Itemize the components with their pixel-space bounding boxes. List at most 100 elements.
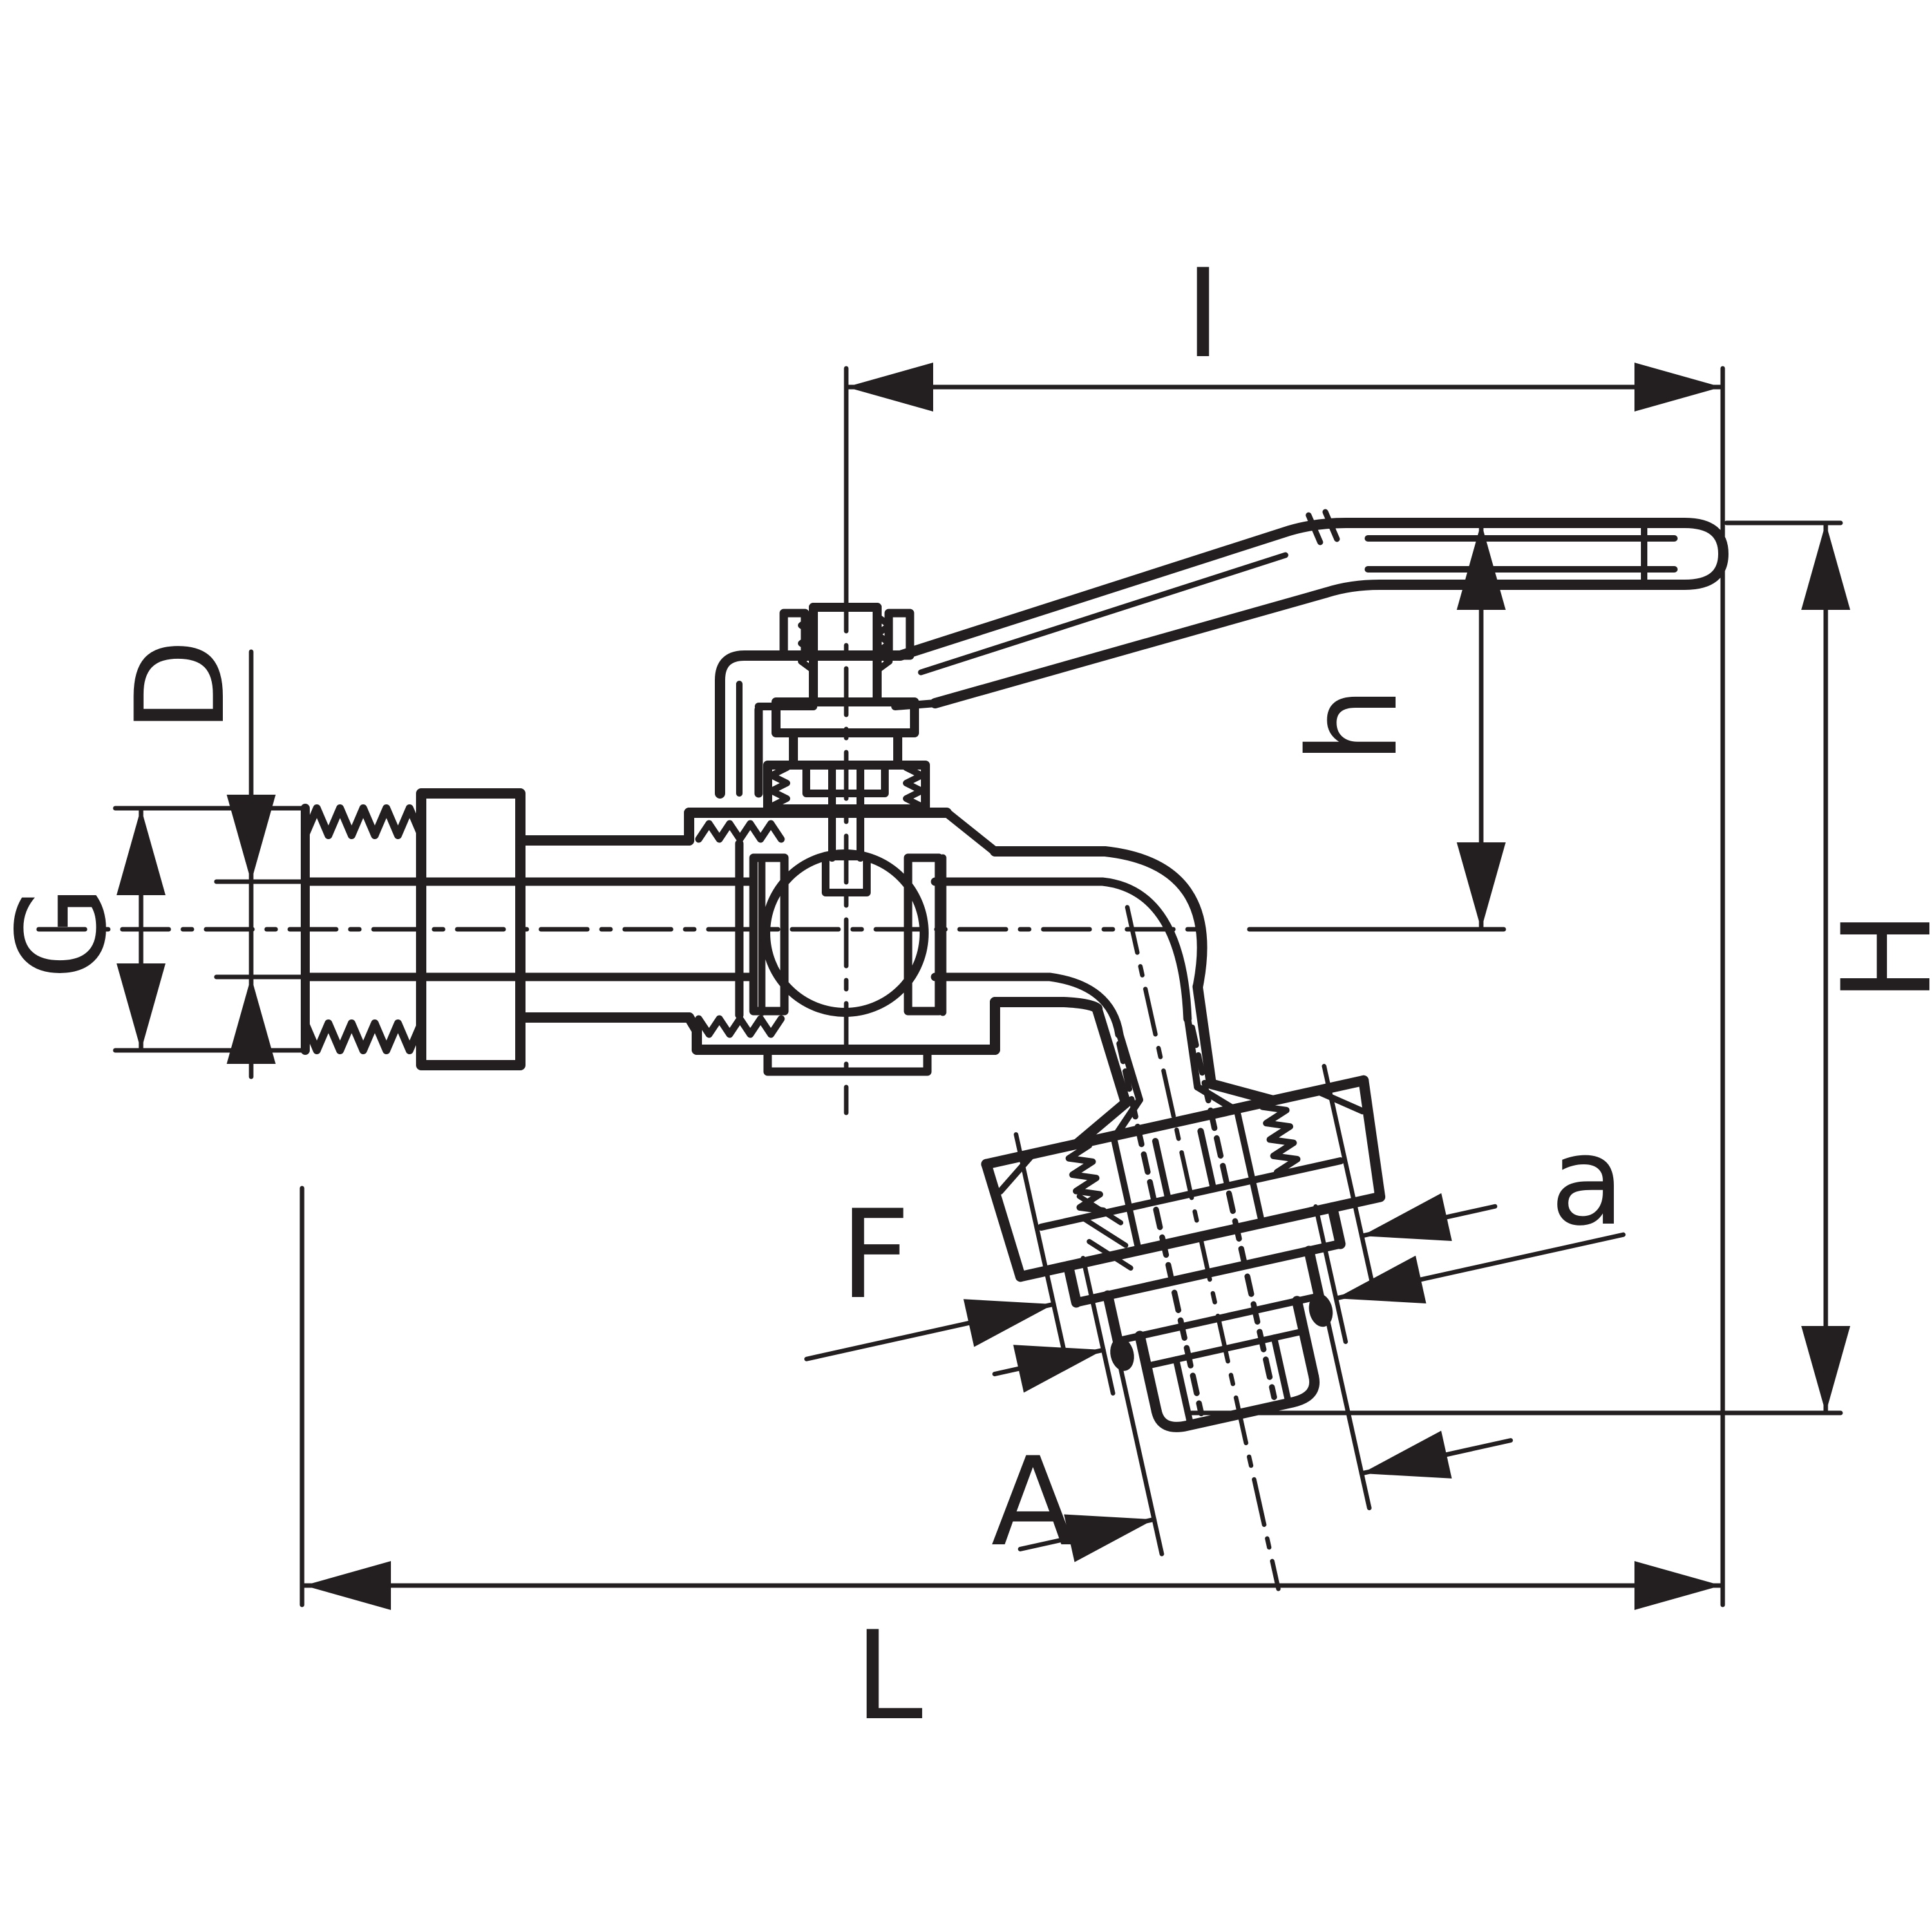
dim-A-arrows (1064, 1430, 1452, 1562)
nut-inner-right (1233, 1105, 1265, 1227)
seat-right (904, 853, 943, 1016)
washer-line (1037, 1157, 1344, 1231)
nozzle-left (1103, 1290, 1123, 1346)
union-nut-left (981, 1159, 1026, 1282)
nipple-right (1292, 1296, 1319, 1382)
elbow-outer-top (990, 846, 1208, 992)
dimension-label-L: L (855, 1605, 923, 1747)
handle-bend-tick-2 (1322, 509, 1340, 542)
arrowhead (1634, 1561, 1721, 1610)
dimension-L (299, 1186, 1724, 1610)
valve-core-left (1152, 1137, 1171, 1202)
hex-outline (416, 788, 526, 1070)
arrowhead (117, 808, 166, 895)
dimension-label-D: D (109, 639, 252, 733)
neck-inner-left (1116, 1030, 1144, 1104)
dimension-label-F: F (840, 1184, 910, 1326)
union-nut-right (1358, 1075, 1386, 1202)
dimension-I (844, 363, 1725, 1607)
dim-G-arrows (117, 808, 166, 1050)
dimension-h (1247, 520, 1506, 932)
dim-A-ext-right (1321, 1301, 1372, 1511)
ball-stem-slot (822, 853, 871, 896)
thread-crest-bottom (301, 1019, 425, 1054)
dim-a-ext-left (1081, 1256, 1115, 1396)
neck-outer-right (1192, 981, 1217, 1090)
arrowhead (1064, 1514, 1155, 1562)
arrowhead (1801, 523, 1850, 610)
arrowhead (1013, 1345, 1104, 1393)
nipple-inner-right (1271, 1334, 1291, 1403)
dim-F-arrows (963, 1193, 1452, 1347)
housing-left-wall-lower (684, 1012, 702, 1055)
dimension-H (1189, 520, 1850, 1416)
dim-H-arrows (1801, 523, 1850, 1413)
dimension-label-a: a (1550, 1110, 1625, 1253)
dim-h-arrows (1457, 523, 1506, 929)
union-nut-bottom (1015, 1191, 1386, 1282)
nozzle-right (1303, 1245, 1325, 1302)
bonnet-thread-left (768, 764, 790, 810)
nipple-joint-line (1143, 1328, 1307, 1370)
arrowhead (1457, 523, 1506, 610)
neck-inner-right (1184, 1016, 1201, 1091)
arrowhead (1634, 363, 1721, 412)
outlet-assembly (981, 905, 1386, 1591)
arrowhead (304, 1561, 391, 1610)
dim-a-ext-right (1313, 1204, 1348, 1344)
handle-outline (715, 518, 1728, 799)
handle-bend-tick-1 (1305, 512, 1323, 545)
hatch-line (1076, 1193, 1124, 1226)
aerator-bottom (1072, 1239, 1345, 1307)
tailpiece-thread-top (695, 820, 785, 843)
housing-bottom-step (763, 1045, 932, 1076)
nipple-inner-left (1173, 1356, 1193, 1425)
arrowhead (963, 1299, 1054, 1347)
arrowhead (227, 977, 276, 1064)
arrowhead (1801, 1326, 1850, 1413)
pipe-section (515, 820, 785, 1038)
dim-A-ext-left (1114, 1347, 1164, 1557)
dim-F-ext-right (1321, 1064, 1374, 1282)
dim-D-arrows (227, 795, 276, 1064)
dimension-label-H: H (1816, 911, 1932, 1003)
dimension-F (804, 1064, 1497, 1361)
dimension-A (1018, 1301, 1513, 1562)
union-thread-right (1259, 1103, 1301, 1176)
handle-lever (715, 509, 1728, 799)
o-ring-left (1110, 1338, 1134, 1371)
nozzle-joint-line (1114, 1293, 1323, 1345)
nut-chamfer-left (997, 1152, 1036, 1195)
dimension-labels: I D G h H F a A L (0, 243, 1932, 1747)
handle-arm-bottom-join (891, 699, 939, 710)
aerator-right (1327, 1202, 1346, 1249)
neck-outer-left (1092, 1003, 1132, 1108)
dimension-label-G: G (0, 885, 133, 980)
dimension-label-A: A (991, 1431, 1075, 1573)
dim-I-arrows (846, 363, 1721, 412)
drawing-root (36, 363, 1850, 1610)
centerlines (36, 582, 1199, 1115)
arrowhead (227, 795, 276, 882)
ball-and-seats (749, 849, 943, 1017)
union-nut-top (981, 1075, 1369, 1170)
handle-arm-fold-line (918, 552, 1289, 676)
aerator-left (1063, 1260, 1082, 1308)
nipple-left (1134, 1331, 1162, 1417)
bonnet-base (763, 761, 930, 813)
arrowhead (1361, 1193, 1452, 1242)
hatch-line (1081, 1216, 1128, 1248)
nut-inner-left (1110, 1132, 1142, 1254)
hex-collar (416, 788, 526, 1070)
thread-crest-top (301, 804, 425, 839)
elbow-bore-top (931, 877, 1192, 1023)
nut-chamfer-right (1315, 1088, 1366, 1115)
dimension-label-I: I (1185, 243, 1221, 385)
elbow-bore-bottom (931, 972, 1124, 1039)
dimension-a (992, 1204, 1626, 1396)
valve-core-right (1197, 1128, 1217, 1193)
arrowhead (846, 363, 933, 412)
spout-axis-centerline (1124, 905, 1281, 1591)
